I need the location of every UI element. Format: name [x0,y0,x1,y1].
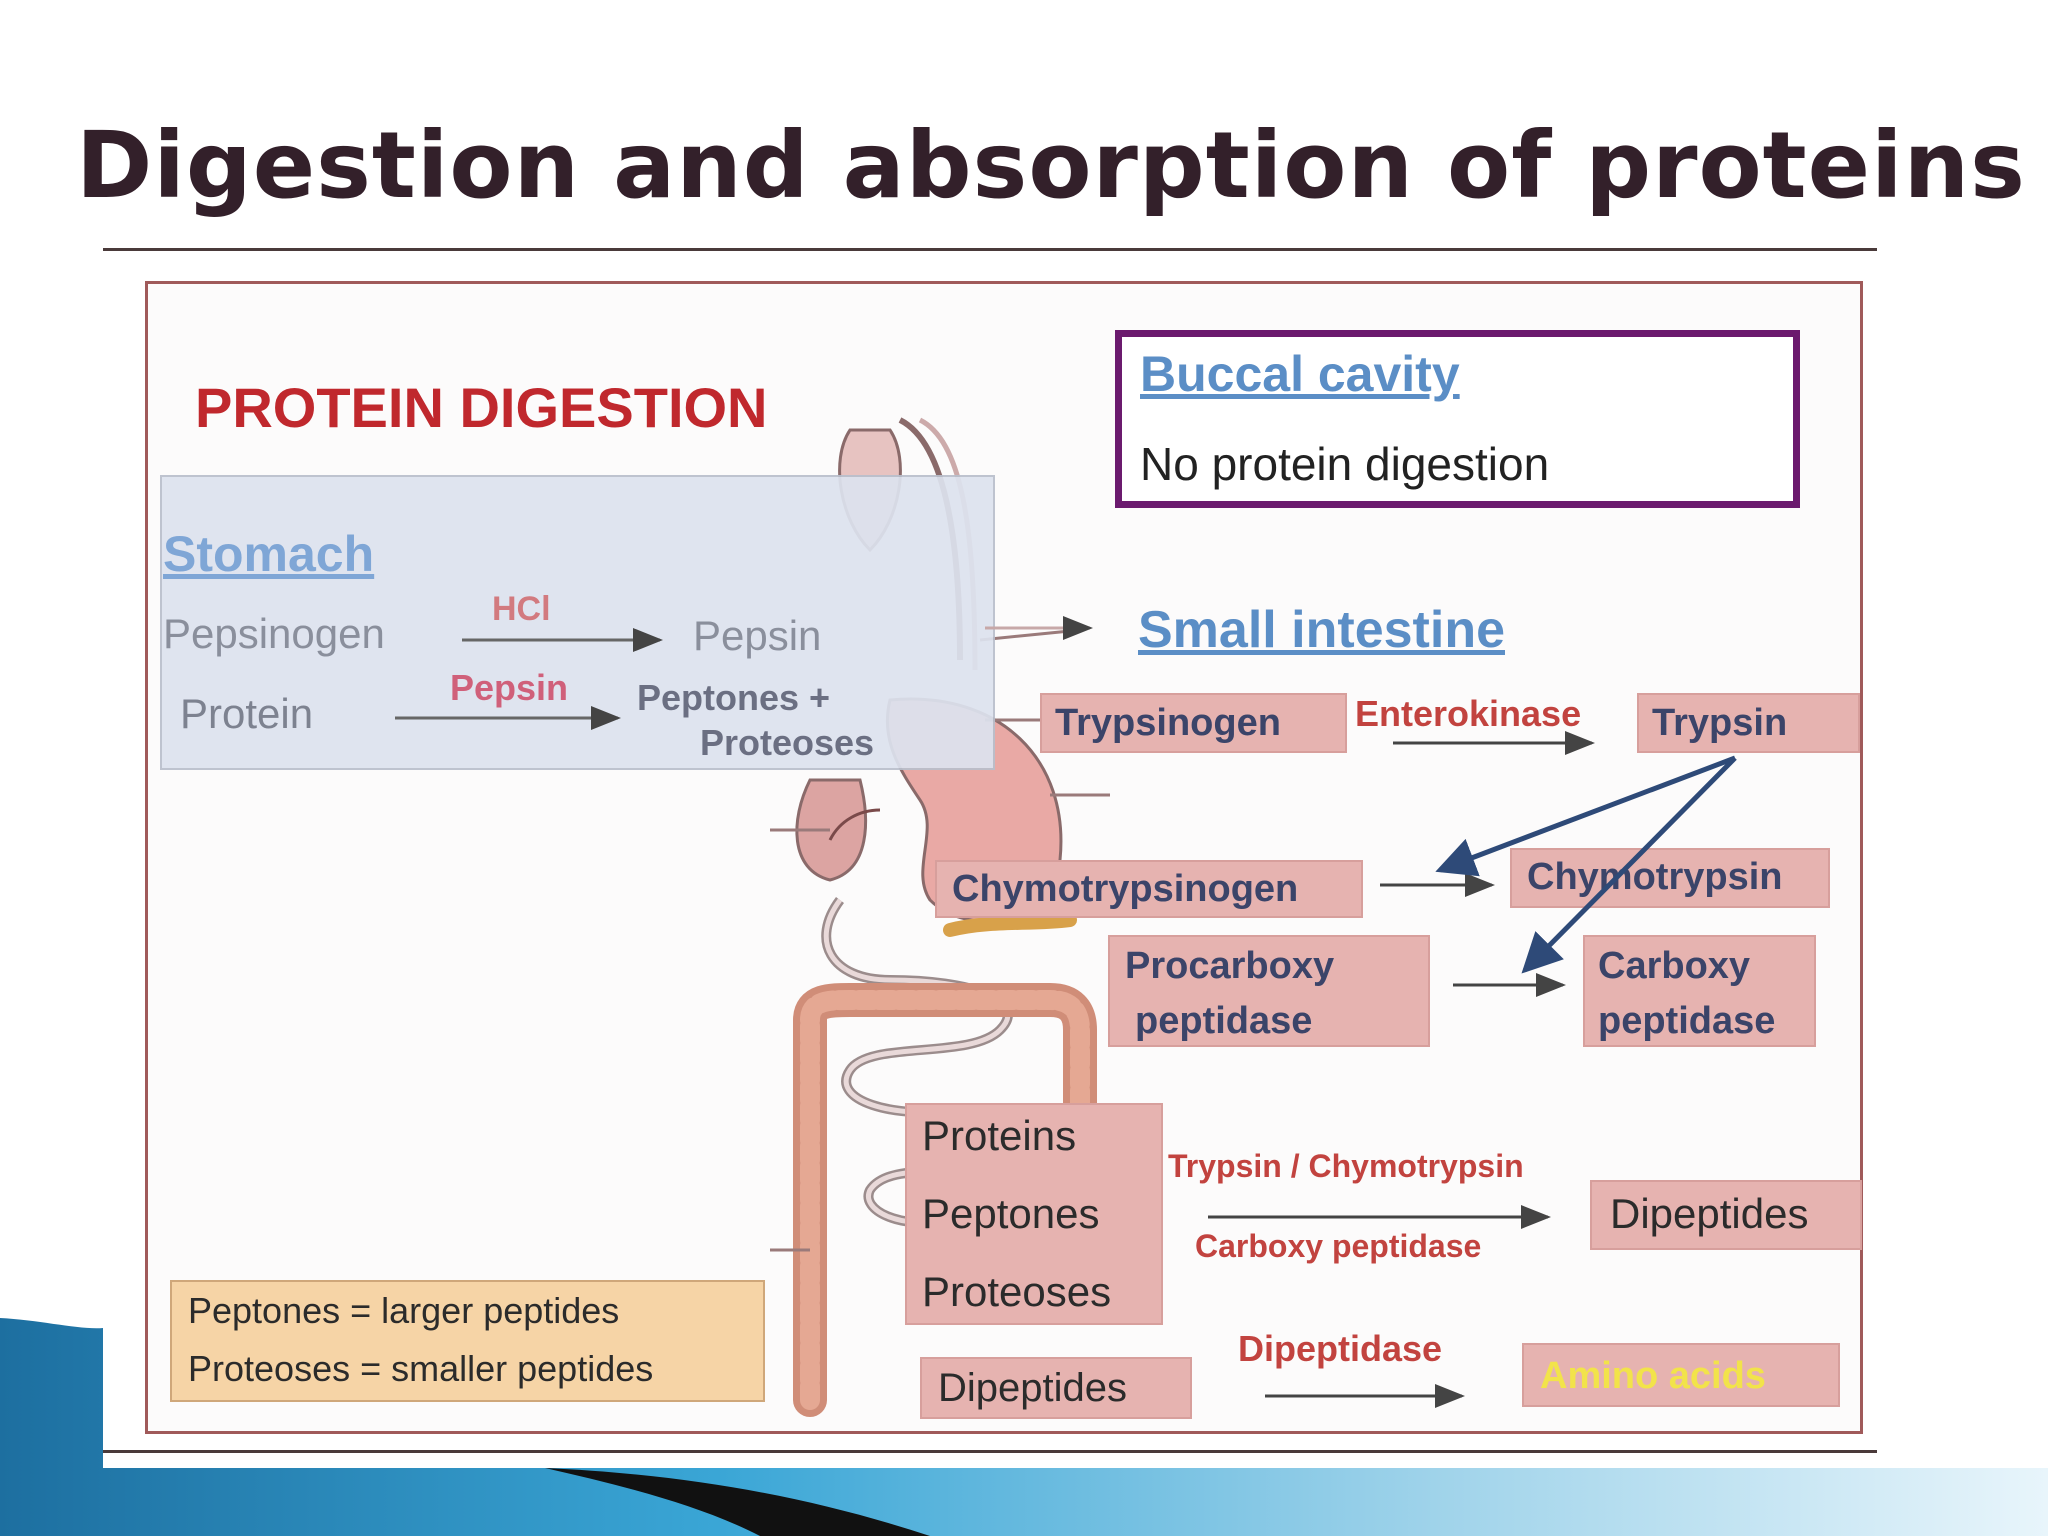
enterokinase-label: Enterokinase [1355,693,1582,734]
carboxypeptidase-box [1583,935,1816,1047]
chymotrypsinogen-label: Chymotrypsinogen [952,868,1299,910]
amino-acids-box [1522,1343,1840,1407]
buccal-cavity-box [1115,330,1800,508]
pepsin-enzyme-label: Pepsin [450,667,569,708]
arrow-trypsin-activates-carboxy [1521,756,1737,974]
substrate-proteoses: Proteoses [922,1268,1112,1315]
procarboxy-label: Procarboxy [1125,945,1335,987]
hcl-label: HCl [492,590,551,628]
amino-acids-label: Amino acids [1540,1355,1766,1397]
carboxypeptidase-enzyme: Carboxy peptidase [1195,1228,1482,1264]
substrates-box [905,1103,1163,1325]
chymotrypsinogen-box [935,860,1363,918]
trypsinogen-label: Trypsinogen [1055,702,1281,744]
substrate-peptones: Peptones [922,1190,1100,1237]
trypsin-label: Trypsin [1652,702,1788,744]
trypsinogen-box [1040,693,1347,753]
dipeptidase-label: Dipeptidase [1238,1328,1443,1369]
bottom-divider [103,1450,1877,1453]
small-intestine-title: Small intestine [1138,601,1505,659]
protein-label: Protein [180,690,314,737]
pepsin-product-label: Pepsin [693,612,822,659]
chymotrypsin-box [1510,848,1830,908]
diagram-heading: PROTEIN DIGESTION [195,376,768,439]
carboxy-peptidase-label: peptidase [1598,1000,1776,1042]
buccal-cavity-title: Buccal cavity [1140,346,1460,402]
legend-box [170,1280,765,1402]
trypsin-chymotrypsin-enzymes: Trypsin / Chymotrypsin [1168,1148,1524,1184]
dipeptides-substrate-label: Dipeptides [938,1366,1128,1410]
procarboxypeptidase-box [1108,935,1430,1047]
stomach-panel [160,475,995,770]
stomach-title: Stomach [163,526,375,582]
slide-title: Digestion and absorption of proteins [76,112,2026,219]
carboxy-label: Carboxy [1598,945,1751,987]
substrate-proteins: Proteins [922,1112,1077,1159]
procarboxy-peptidase-label: peptidase [1135,1000,1313,1042]
pepsinogen-label: Pepsinogen [163,610,385,657]
peptones-plus-label: Peptones + [637,677,831,718]
no-protein-digestion-text: No protein digestion [1140,438,1550,490]
title-divider [103,248,1877,251]
arrow-trypsin-activates-chymotrypsin [1435,755,1736,877]
decorative-wave [0,1318,2048,1536]
trypsin-box [1637,693,1860,753]
legend-proteoses: Proteoses = smaller peptides [188,1348,654,1389]
legend-peptones: Peptones = larger peptides [188,1290,620,1331]
dipeptides-substrate-box [920,1357,1192,1419]
chymotrypsin-label: Chymotrypsin [1527,856,1783,898]
dipeptides-product-box [1590,1180,1862,1250]
proteoses-label: Proteoses [700,722,875,763]
dipeptides-product-label: Dipeptides [1610,1190,1809,1237]
